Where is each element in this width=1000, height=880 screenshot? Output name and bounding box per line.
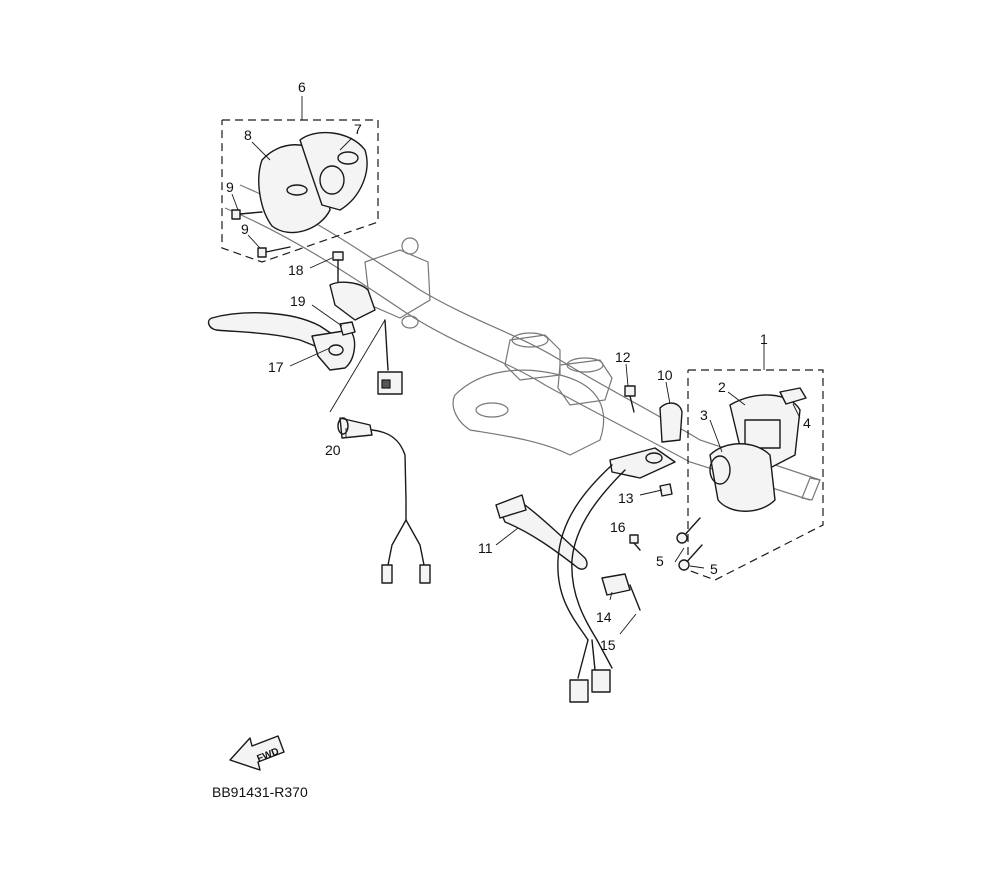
callout-4: 4 bbox=[803, 415, 811, 431]
screw-9a bbox=[231, 209, 263, 220]
clutch-lever bbox=[207, 281, 403, 395]
callout-20: 20 bbox=[325, 442, 341, 458]
callouts: 1 2 3 4 5 5 6 7 8 9 9 10 11 12 13 14 15 … bbox=[226, 79, 811, 653]
callout-14: 14 bbox=[596, 609, 612, 625]
callout-5a: 5 bbox=[656, 553, 664, 569]
callout-3: 3 bbox=[700, 407, 708, 423]
screw-9b bbox=[257, 246, 291, 258]
drawing-code: BB91431-R370 bbox=[212, 784, 308, 800]
clutch-switch bbox=[329, 319, 431, 584]
callout-11: 11 bbox=[478, 540, 493, 556]
left-switch-group bbox=[221, 119, 379, 263]
callout-5b: 5 bbox=[710, 561, 718, 577]
fwd-arrow-icon: FWD bbox=[229, 735, 285, 771]
callout-16: 16 bbox=[610, 519, 626, 535]
callout-8: 8 bbox=[244, 127, 252, 143]
callout-18: 18 bbox=[288, 262, 304, 278]
right-switch-group bbox=[676, 369, 824, 581]
callout-1: 1 bbox=[760, 331, 768, 347]
screw-18 bbox=[332, 251, 344, 283]
callout-19: 19 bbox=[290, 293, 306, 309]
callout-13: 13 bbox=[618, 490, 634, 506]
callout-6: 6 bbox=[298, 79, 306, 95]
leader-lines bbox=[231, 96, 801, 635]
callout-9a: 9 bbox=[226, 179, 234, 195]
callout-17: 17 bbox=[268, 359, 284, 375]
callout-12: 12 bbox=[615, 349, 631, 365]
brake-lever bbox=[495, 385, 683, 703]
callout-10: 10 bbox=[657, 367, 673, 383]
callout-7: 7 bbox=[354, 121, 362, 137]
callout-9b: 9 bbox=[241, 221, 249, 237]
callout-15: 15 bbox=[600, 637, 616, 653]
callout-2: 2 bbox=[718, 379, 726, 395]
